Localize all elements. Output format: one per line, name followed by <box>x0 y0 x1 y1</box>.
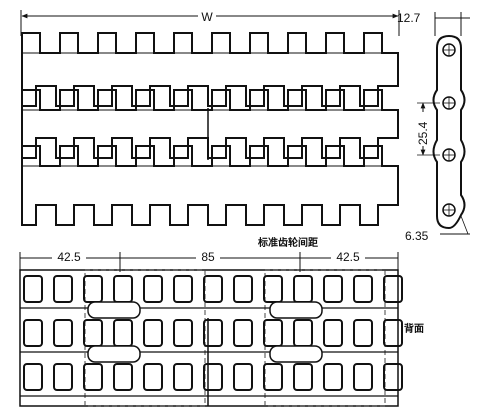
link-cell <box>353 275 373 303</box>
link-cell <box>203 319 223 347</box>
link-cell <box>383 363 403 391</box>
link-cell <box>233 319 253 347</box>
sprocket-slot <box>269 301 323 319</box>
left-spacing-label: 42.5 <box>57 250 81 264</box>
link-cell <box>23 275 43 303</box>
link-cell <box>353 363 373 391</box>
link-cell <box>233 363 253 391</box>
pitch-25-label: 25.4 <box>416 121 430 145</box>
sprocket-slot <box>87 345 141 363</box>
sprocket-slot <box>269 345 323 363</box>
link-cell <box>83 275 103 303</box>
link-cell <box>293 319 313 347</box>
right-spacing-label: 42.5 <box>336 250 360 264</box>
link-cell <box>143 275 163 303</box>
link-cell <box>173 319 193 347</box>
belt-side-view: 12.7 25.4 6.35 <box>397 11 470 243</box>
side-profile-outline <box>432 34 466 230</box>
link-cell <box>83 319 103 347</box>
link-cell <box>113 319 133 347</box>
link-cell <box>203 363 223 391</box>
link-cell <box>263 363 283 391</box>
sprocket-spacing-title: 标准齿轮间距 <box>257 236 318 249</box>
pivot-holes <box>442 43 456 217</box>
link-cell <box>173 363 193 391</box>
link-cell <box>293 363 313 391</box>
link-cell <box>353 319 373 347</box>
link-cell <box>53 319 73 347</box>
bottom-frame <box>19 269 399 407</box>
link-cell <box>113 363 133 391</box>
belt-bottom-view: 42.5 85 42.5 标准齿轮间距 背面 <box>19 236 424 407</box>
link-cell <box>263 275 283 303</box>
pitch-label: 12.7 <box>397 11 421 25</box>
link-cell <box>113 275 133 303</box>
link-cell <box>83 363 103 391</box>
link-cell <box>173 275 193 303</box>
link-cell <box>53 363 73 391</box>
sprocket-slot <box>87 301 141 319</box>
width-label: W <box>201 10 213 24</box>
link-cell <box>323 275 343 303</box>
belt-row <box>21 145 399 226</box>
link-cell <box>323 319 343 347</box>
back-side-label: 背面 <box>404 322 424 335</box>
link-cell <box>293 275 313 303</box>
link-cell <box>203 275 223 303</box>
hole-label: 6.35 <box>405 229 429 243</box>
belt-row <box>21 32 399 107</box>
link-cell <box>143 363 163 391</box>
center-spacing-label: 85 <box>201 250 215 264</box>
belt-rows <box>21 32 399 226</box>
link-cell <box>383 275 403 303</box>
belt-row <box>21 89 399 159</box>
link-cell <box>23 319 43 347</box>
link-cell <box>323 363 343 391</box>
link-cell <box>143 319 163 347</box>
belt-top-view: W <box>20 7 400 226</box>
link-cell <box>383 319 403 347</box>
link-cell <box>23 363 43 391</box>
link-cell <box>233 275 253 303</box>
link-cell <box>53 275 73 303</box>
link-cell <box>263 319 283 347</box>
bottom-detail <box>19 269 403 407</box>
